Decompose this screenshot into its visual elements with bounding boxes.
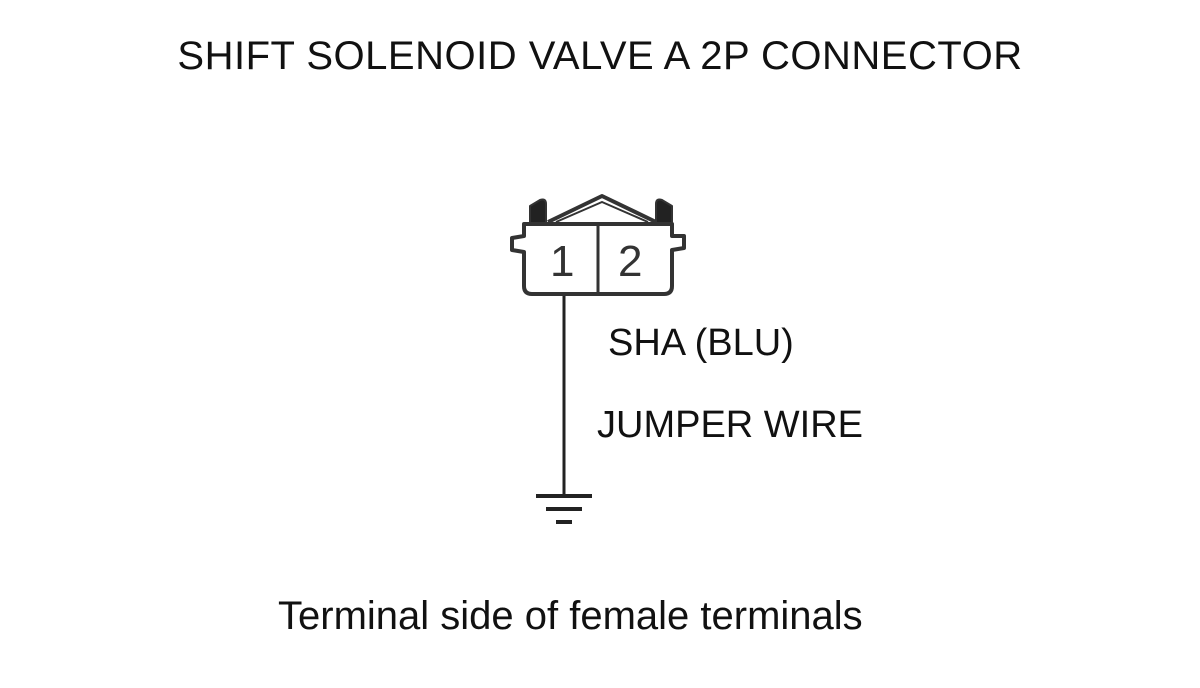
wire-label: SHA (BLU) <box>608 322 794 364</box>
diagram-title: SHIFT SOLENOID VALVE A 2P CONNECTOR <box>177 34 1023 78</box>
pin-2-label: 2 <box>618 237 642 286</box>
pin-1-label: 1 <box>550 237 574 286</box>
connector-left-tab <box>529 198 547 224</box>
connector-latch-inner <box>555 201 649 223</box>
connector-right-tab <box>655 198 673 224</box>
view-caption: Terminal side of female terminals <box>278 594 863 638</box>
ground-icon <box>536 494 592 524</box>
jumper-wire-label: JUMPER WIRE <box>597 404 863 446</box>
connector-latch <box>547 194 657 224</box>
connector-housing <box>510 194 686 296</box>
connector-body <box>510 222 686 296</box>
